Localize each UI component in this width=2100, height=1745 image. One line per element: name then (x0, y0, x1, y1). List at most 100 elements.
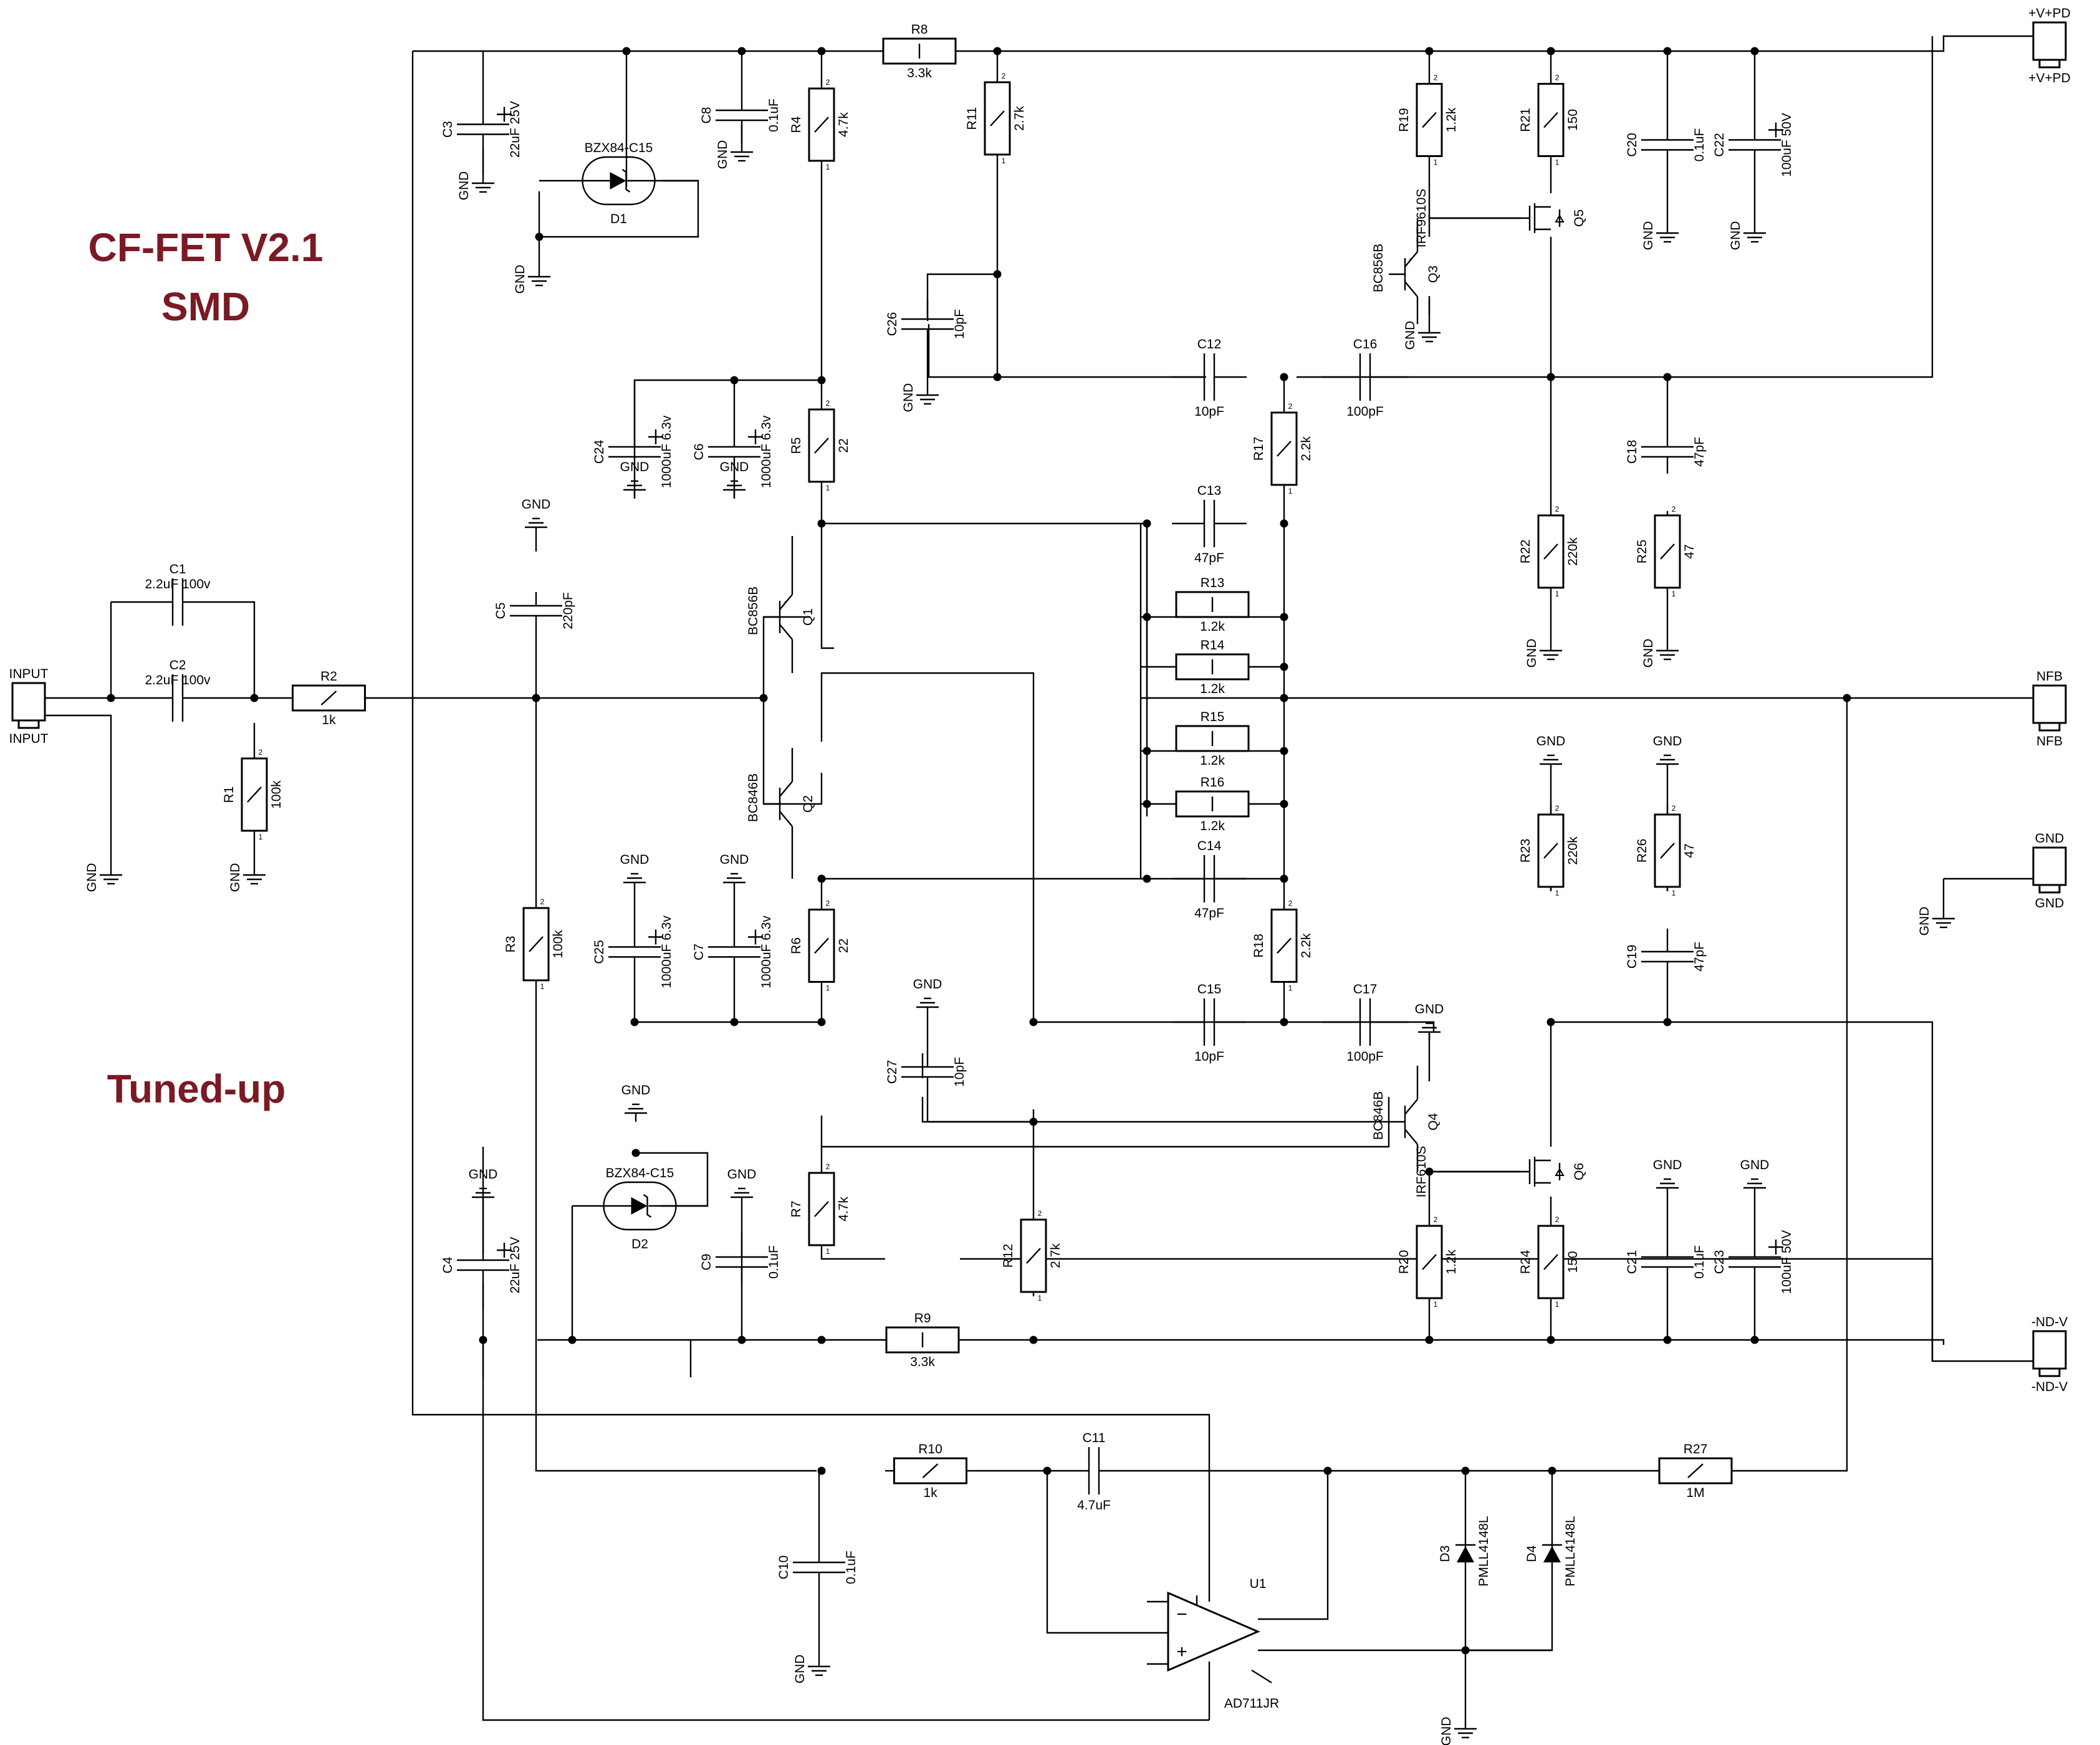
value-label: 0.1uF (767, 1245, 781, 1279)
ref-label: C9 (699, 1254, 714, 1271)
ground-symbol: GND (1653, 1158, 1682, 1197)
junction-dot (730, 1018, 739, 1026)
gnd-label: GND (727, 1167, 757, 1182)
gnd-label: GND (1439, 1717, 1454, 1745)
value-label: 220k (1566, 836, 1580, 865)
junction-dot (1750, 1336, 1759, 1344)
pin-label: 2 (1002, 72, 1006, 80)
ref-label: R23 (1518, 839, 1533, 863)
ref-label: C10 (777, 1556, 791, 1580)
pin-label: 2 (259, 748, 263, 757)
value-label: BC846B (1371, 1091, 1386, 1140)
connector-label: +V+PD (2028, 6, 2071, 21)
pin-label: 1 (1434, 1300, 1438, 1309)
pin-label: 1 (1555, 158, 1560, 167)
wire (411, 51, 1211, 1595)
junction-dot (568, 1336, 577, 1344)
ground-symbol: GND (1525, 639, 1562, 667)
ref-label: R2 (320, 669, 337, 684)
value-label: 1k (923, 1486, 937, 1500)
value-label: 1000uF 6.3v (659, 916, 674, 988)
junction-dot (1029, 1018, 1038, 1026)
title-sub: SMD (161, 284, 251, 329)
ground-symbol: GND (1403, 321, 1441, 350)
value-label: IRF9610S (1414, 189, 1429, 248)
connector-body (11, 682, 46, 722)
value-label: 2.7k (1048, 1243, 1063, 1268)
wire (960, 1258, 2033, 1362)
ground-symbol: GND (522, 497, 551, 536)
value-label: BC856B (1371, 244, 1386, 292)
junction-dot (737, 1336, 746, 1344)
ground-symbol: GND (1653, 734, 1682, 773)
gnd-label: GND (1403, 321, 1417, 350)
ref-label: C14 (1197, 839, 1222, 853)
junction-dot (1546, 1018, 1555, 1026)
ref-label: U1 (1250, 1577, 1267, 1591)
ref-label: R8 (911, 22, 928, 37)
ref-label: R15 (1201, 710, 1225, 724)
junction-dot (1280, 519, 1288, 528)
pin-label: 1 (1288, 984, 1293, 993)
pin-label: 1 (1002, 156, 1006, 165)
resistor-r9: R93.3k (885, 1311, 960, 1369)
junction-dot (817, 1466, 826, 1475)
ref-label: D4 (1525, 1545, 1539, 1562)
ref-label: R17 (1252, 437, 1266, 461)
gnd-label: GND (228, 863, 242, 892)
ref-label: C3 (441, 121, 455, 138)
pin-label: 2 (540, 897, 545, 906)
junction-dot (1663, 373, 1672, 381)
wire (960, 1339, 1945, 1345)
wire (1667, 1021, 1934, 1361)
value-label: 2.2uF 100v (145, 577, 211, 591)
ref-label: R5 (789, 437, 803, 454)
ref-label: C19 (1625, 945, 1639, 969)
gnd-label: GND (469, 1167, 498, 1182)
junction-dot (1029, 1117, 1038, 1126)
value-label: 150 (1566, 109, 1580, 131)
junctions (107, 47, 1851, 1655)
gnd-label: GND (522, 497, 551, 512)
ref-label: R22 (1518, 540, 1533, 564)
junction-dot (1323, 1466, 1332, 1475)
pin-label: 1 (1038, 1294, 1042, 1303)
resistor-body (241, 757, 268, 832)
junction-dot (817, 47, 826, 55)
pin-label: 1 (259, 833, 263, 841)
ground-symbol: GND (913, 977, 942, 1016)
junction-dot (1663, 1336, 1672, 1344)
value-label: 47pF (1692, 437, 1707, 467)
resistor-body (1537, 1225, 1565, 1299)
ground-symbol: GND (793, 1655, 830, 1683)
resistor-body (1270, 909, 1298, 983)
pin-label: 1 (1434, 158, 1438, 167)
ref-label: R21 (1518, 108, 1533, 132)
ref-label: Q6 (1572, 1163, 1586, 1180)
value-label: 0.1uF (1692, 1245, 1707, 1279)
wire (810, 773, 823, 805)
capacitor-c9: C9 0.1uF (699, 1240, 781, 1284)
ref-label: C7 (692, 944, 706, 960)
ref-label: C22 (1712, 133, 1727, 157)
value-label: 4.7uF (1077, 1498, 1111, 1513)
ref-label: C8 (699, 107, 714, 124)
ref-label: C23 (1712, 1250, 1727, 1274)
value-label: 10pF (952, 309, 967, 339)
ref-label: D3 (1438, 1546, 1452, 1562)
connector-label: GND (2035, 896, 2064, 911)
junction-dot (730, 376, 739, 385)
gnd-label: GND (1537, 734, 1566, 748)
junction-dot (1548, 1466, 1556, 1475)
wire (820, 672, 1035, 1022)
ground-symbol: GND (228, 863, 266, 892)
